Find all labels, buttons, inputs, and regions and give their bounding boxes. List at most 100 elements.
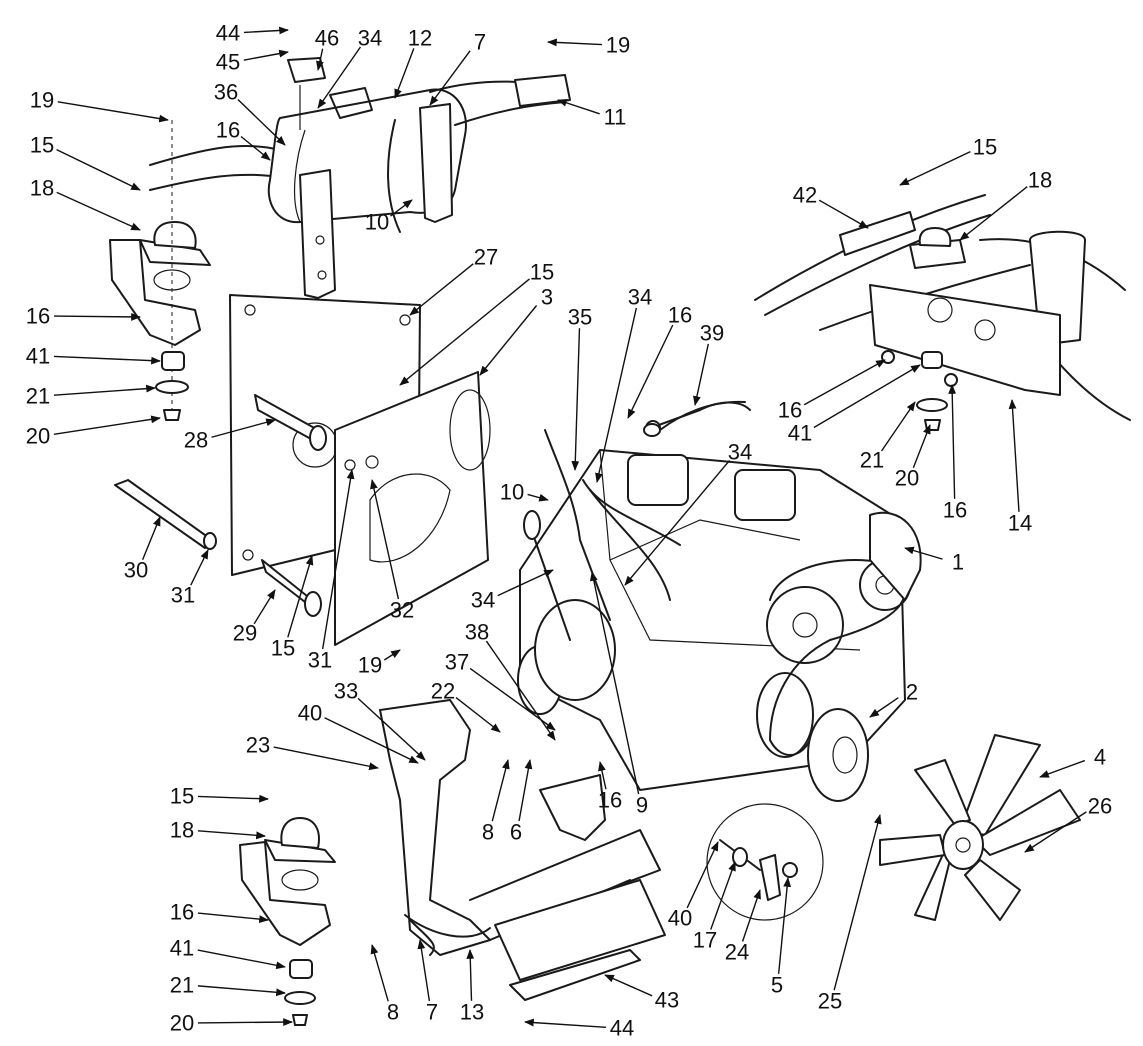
callout-number: 21 <box>170 973 194 998</box>
engine-mount-lower-left <box>239 817 336 1026</box>
callout-leader <box>390 199 413 217</box>
callout-number: 44 <box>216 21 240 46</box>
callout-number: 16 <box>778 398 802 423</box>
callout-leader <box>417 939 431 1002</box>
callout-27: 27 <box>409 245 498 316</box>
callout-number: 16 <box>668 303 692 328</box>
callout-12: 12 <box>394 26 432 99</box>
callout-leader <box>190 549 209 586</box>
callout-leader <box>524 1018 607 1029</box>
detail-inset <box>706 803 824 921</box>
callout-29: 29 <box>233 589 276 646</box>
callout-leader <box>287 555 314 638</box>
callout-41: 41 <box>26 344 161 369</box>
callout-leader <box>53 312 141 321</box>
callout-leader <box>557 99 600 115</box>
callout-leader <box>818 199 869 229</box>
callout-number: 34 <box>728 440 752 465</box>
callout-16: 16 <box>26 304 141 329</box>
callout-number: 11 <box>604 105 627 130</box>
callout-leader <box>527 493 549 502</box>
callout-17: 17 <box>693 861 736 953</box>
callout-number: 10 <box>500 480 524 505</box>
callout-3: 3 <box>479 285 553 376</box>
callout-number: 25 <box>818 989 842 1014</box>
callout-leader <box>833 814 882 991</box>
callout-number: 43 <box>655 988 679 1013</box>
callout-41: 41 <box>170 936 286 970</box>
callout-number: 14 <box>1008 511 1032 536</box>
callout-7: 7 <box>429 30 486 106</box>
callout-number: 4 <box>1094 745 1106 770</box>
mount-hardware-right <box>881 350 958 431</box>
callout-number: 41 <box>788 421 812 446</box>
frame-right <box>754 194 1131 421</box>
callout-32: 32 <box>370 479 414 623</box>
callout-leader <box>237 98 286 146</box>
callout-number: 44 <box>610 1016 634 1041</box>
callout-number: 16 <box>170 900 194 925</box>
callout-13: 13 <box>460 949 484 1025</box>
callout-number: 24 <box>725 940 749 965</box>
callout-leader <box>869 697 899 718</box>
callout-25: 25 <box>818 814 882 1014</box>
callout-number: 46 <box>315 26 339 51</box>
battery-cable-39 <box>643 400 746 437</box>
callout-35: 35 <box>568 305 592 471</box>
callout-leader <box>627 324 674 419</box>
callout-number: 39 <box>700 321 724 346</box>
callout-leader <box>497 569 554 597</box>
callout-16: 16 <box>943 384 967 523</box>
callout-5: 5 <box>771 877 792 998</box>
callout-leader <box>880 401 916 452</box>
callout-number: 5 <box>771 973 783 998</box>
callout-44: 44 <box>524 1016 634 1041</box>
callout-number: 19 <box>606 33 630 58</box>
callout-9: 9 <box>589 571 648 818</box>
callout-number: 17 <box>693 928 717 953</box>
callout-33: 33 <box>334 679 426 761</box>
callout-leader <box>56 149 141 191</box>
callout-leader <box>273 746 379 771</box>
callout-34: 34 <box>624 440 752 586</box>
callout-8: 8 <box>370 944 399 1025</box>
callout-leader <box>485 640 556 741</box>
callout-15: 15 <box>170 784 269 809</box>
callout-21: 21 <box>170 973 286 998</box>
callout-number: 2 <box>906 680 918 705</box>
callout-leader <box>604 974 653 997</box>
callout-38: 38 <box>465 620 556 741</box>
callout-leader <box>479 305 538 376</box>
callout-leader <box>253 589 276 625</box>
callout-16: 16 <box>778 359 886 423</box>
callout-10: 10 <box>500 480 549 505</box>
callout-41: 41 <box>788 364 921 446</box>
callout-16: 16 <box>170 900 269 925</box>
callout-number: 16 <box>943 498 967 523</box>
callout-leader <box>197 912 269 924</box>
callout-19: 19 <box>30 88 169 123</box>
mount-hardware-left <box>155 351 189 421</box>
callout-18: 18 <box>959 168 1052 241</box>
callout-10: 10 <box>365 199 413 235</box>
callout-number: 7 <box>426 1000 438 1025</box>
callout-number: 37 <box>445 650 469 675</box>
callout-number: 18 <box>170 818 194 843</box>
callout-number: 34 <box>628 285 652 310</box>
callout-number: 10 <box>365 210 389 235</box>
callout-number: 34 <box>358 26 382 51</box>
callout-20: 20 <box>895 424 931 491</box>
callout-number: 15 <box>271 636 295 661</box>
callout-leader <box>813 364 921 429</box>
callout-number: 9 <box>636 793 648 818</box>
callout-24: 24 <box>725 889 761 965</box>
callout-leader <box>197 949 286 970</box>
callout-26: 26 <box>1024 794 1112 853</box>
callout-number: 19 <box>358 653 382 678</box>
callout-leader <box>469 667 556 731</box>
callout-number: 12 <box>408 26 432 51</box>
callout-36: 36 <box>214 80 286 146</box>
callout-leader <box>710 861 736 930</box>
callout-leader <box>741 889 761 942</box>
